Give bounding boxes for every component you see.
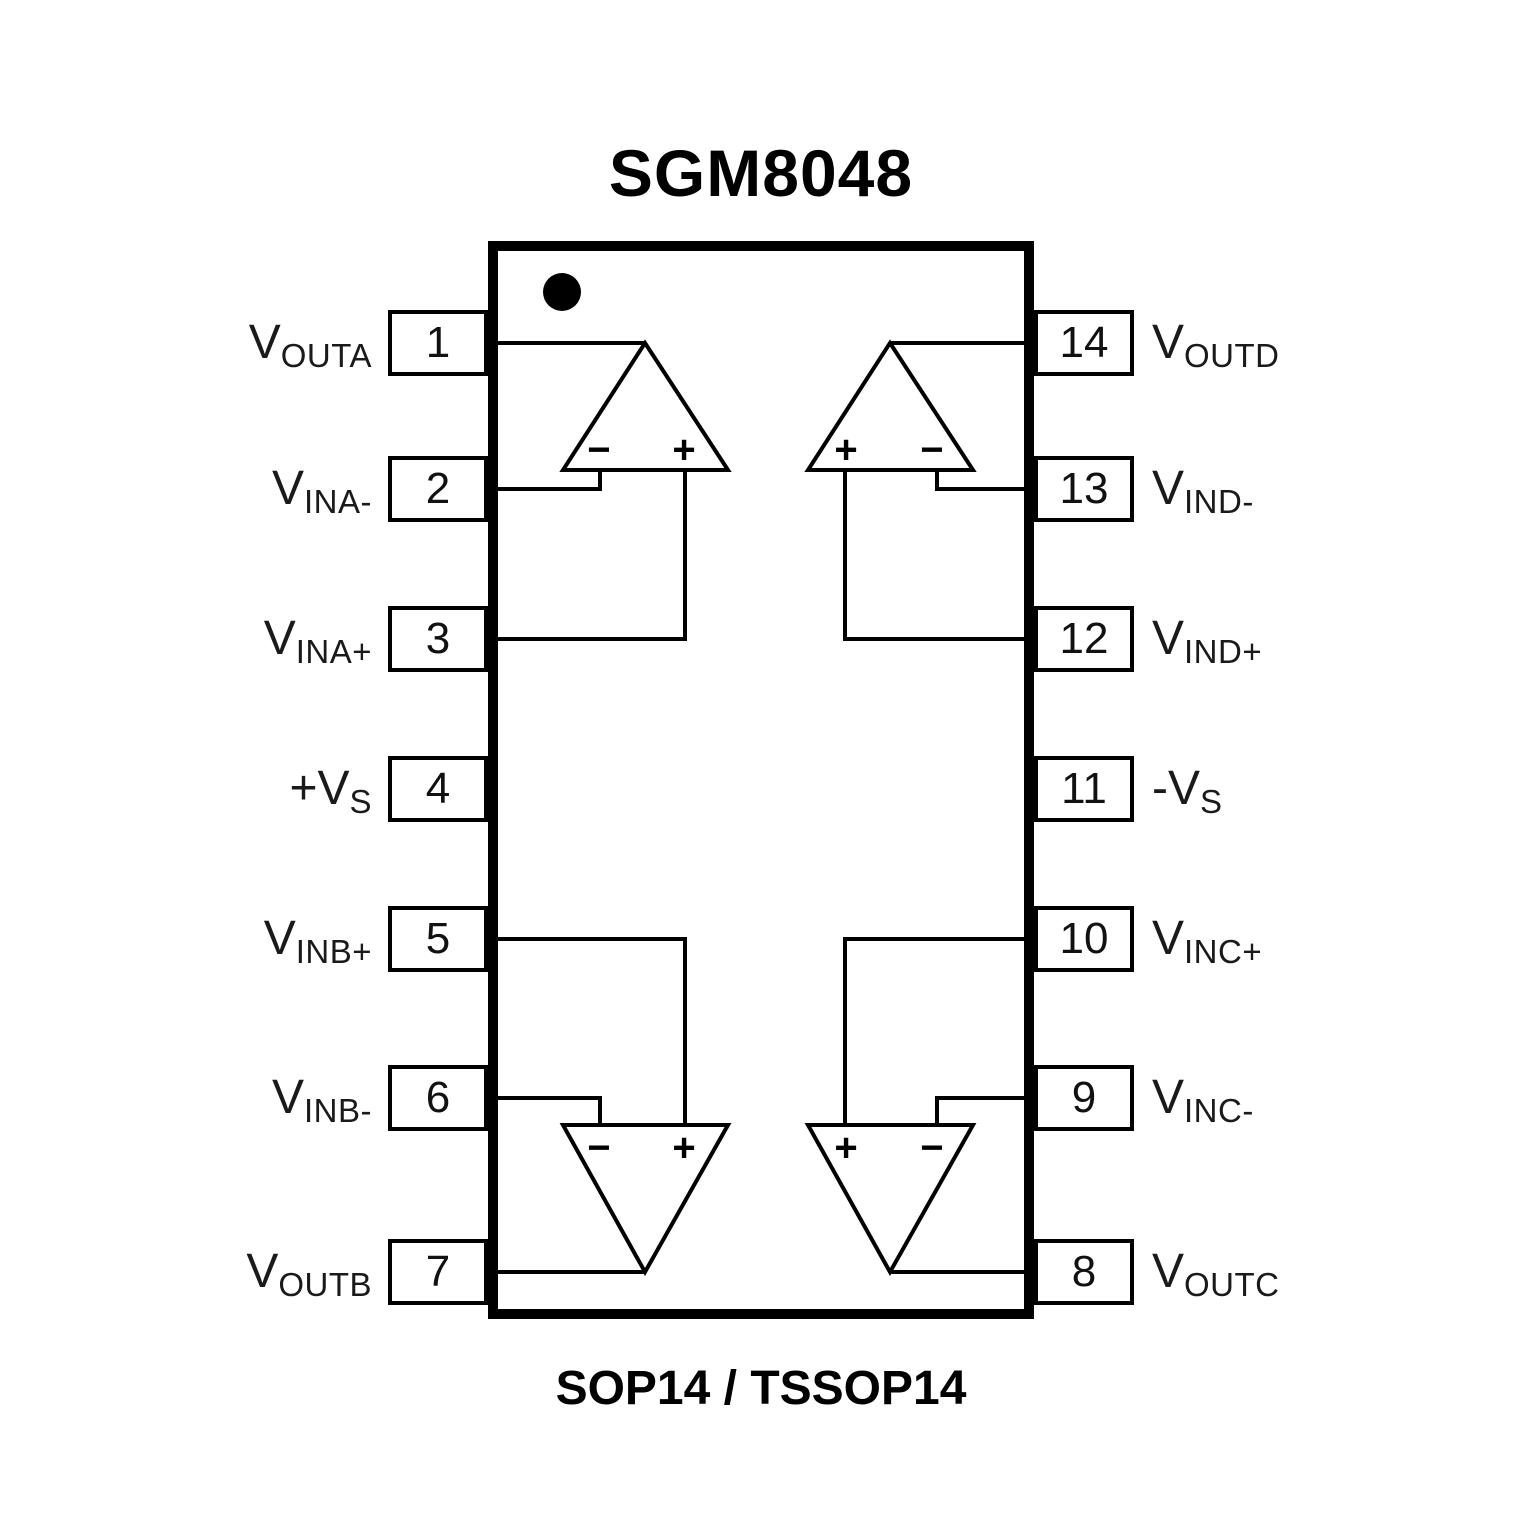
pin-label-base: V [1152,1245,1185,1298]
pin1-marker-dot [543,273,581,311]
pin-label-sub: INB+ [295,933,372,970]
pin-label-voutd: VOUTD [1152,313,1452,386]
pin-label-sub: INB- [304,1092,372,1129]
pin-label-sub: OUTC [1184,1266,1280,1303]
opamp-tr-minus-sign: − [920,428,944,472]
opamp-triangle-top-right [804,339,977,472]
wire-pin3-noninverting [492,470,687,641]
pin-box-5: 5 [388,906,488,972]
pin-label-base: V [248,316,281,369]
wire-pin13-inverting [935,470,1030,491]
pin-label-vinc-plus: VINC+ [1152,909,1452,982]
opamp-bl-minus-sign: − [587,1126,611,1170]
pin-label-base: V [271,462,304,515]
pin-label-base: V [1152,1071,1185,1124]
pin-label-vinb-minus: VINB- [120,1068,372,1141]
pin-box-3: 3 [388,606,488,672]
pin-label-base: V [271,1071,304,1124]
pin-label-vinc-minus: VINC- [1152,1068,1452,1141]
pin-label-base: V [246,1245,279,1298]
pin-number: 5 [425,914,451,963]
pin-label-minus-vs: -VS [1152,759,1452,832]
pin-number: 10 [1059,914,1109,963]
pin-label-base: V [263,912,296,965]
pin-number: 2 [425,464,451,513]
pin-number: 13 [1059,464,1109,513]
pin-label-sub: S [349,783,372,820]
pin-label-base: V [1152,912,1185,965]
opamp-tl-minus-sign: − [587,428,611,472]
pin-number: 8 [1071,1247,1097,1296]
opamp-triangle-top-left [559,339,732,472]
pin-label-base: V [263,612,296,665]
pin-label-base: -V [1152,762,1200,815]
pin-box-4: 4 [388,756,488,822]
pin-box-11: 11 [1034,756,1134,822]
wire-pin2-inverting [492,470,602,491]
pin-box-9: 9 [1034,1065,1134,1131]
pin-label-sub: OUTD [1184,337,1280,374]
pin-label-sub: INA- [304,483,372,520]
pin-label-sub: OUTB [278,1266,372,1303]
pin-number: 4 [425,764,451,813]
wire-pin5-noninverting [492,937,687,1125]
opamp-tl-plus-sign: + [672,428,696,472]
pin-label-base: V [1152,316,1185,369]
pin-box-1: 1 [388,310,488,376]
pin-label-plus-vs: +VS [120,759,372,832]
pin-number: 6 [425,1073,451,1122]
pin-number: 14 [1059,318,1109,367]
wire-pin9-inverting [935,1096,1030,1125]
pin-label-vina-minus: VINA- [120,459,372,532]
pin-box-7: 7 [388,1239,488,1305]
opamp-br-plus-sign: + [834,1126,858,1170]
package-label: SOP14 / TSSOP14 [555,1362,967,1415]
opamp-tr-plus-sign: + [834,428,858,472]
opamp-br-minus-sign: − [920,1126,944,1170]
pin-number: 1 [425,318,451,367]
pin-label-voutb: VOUTB [120,1242,372,1315]
pin-number: 7 [425,1247,451,1296]
pin-number: 11 [1061,764,1107,813]
pin-label-base: +V [289,762,350,815]
pin-box-10: 10 [1034,906,1134,972]
pin-box-8: 8 [1034,1239,1134,1305]
pin-label-sub: IND- [1184,483,1254,520]
chip-body [488,241,1034,1319]
opamp-triangle-bottom-right [804,1123,977,1277]
pin-box-2: 2 [388,456,488,522]
chip-title: SGM8048 [608,136,914,210]
pin-box-13: 13 [1034,456,1134,522]
pin-label-voutc: VOUTC [1152,1242,1452,1315]
pin-label-sub: INC- [1184,1092,1254,1129]
wire-pin10-noninverting [843,937,1030,1125]
pin-label-vinb-plus: VINB+ [120,909,372,982]
pin-box-14: 14 [1034,310,1134,376]
wire-pin12-noninverting [843,470,1030,641]
pin-label-vind-minus: VIND- [1152,459,1452,532]
pin-number: 12 [1059,614,1109,663]
pin-label-vind-plus: VIND+ [1152,609,1452,682]
pin-label-vina-plus: VINA+ [120,609,372,682]
pin-number: 9 [1071,1073,1097,1122]
pin-label-vouta: VOUTA [120,313,372,386]
pin-box-12: 12 [1034,606,1134,672]
pin-label-sub: IND+ [1184,633,1263,670]
pin-box-6: 6 [388,1065,488,1131]
pin-number: 3 [425,614,451,663]
pin-label-sub: OUTA [280,337,372,374]
opamp-triangle-bottom-left [559,1123,732,1277]
pin-label-sub: INA+ [295,633,372,670]
pin-label-sub: S [1200,783,1223,820]
pin-label-base: V [1152,612,1185,665]
wire-pin6-inverting [492,1096,602,1125]
pin-label-base: V [1152,462,1185,515]
opamp-bl-plus-sign: + [672,1126,696,1170]
pin-label-sub: INC+ [1184,933,1263,970]
